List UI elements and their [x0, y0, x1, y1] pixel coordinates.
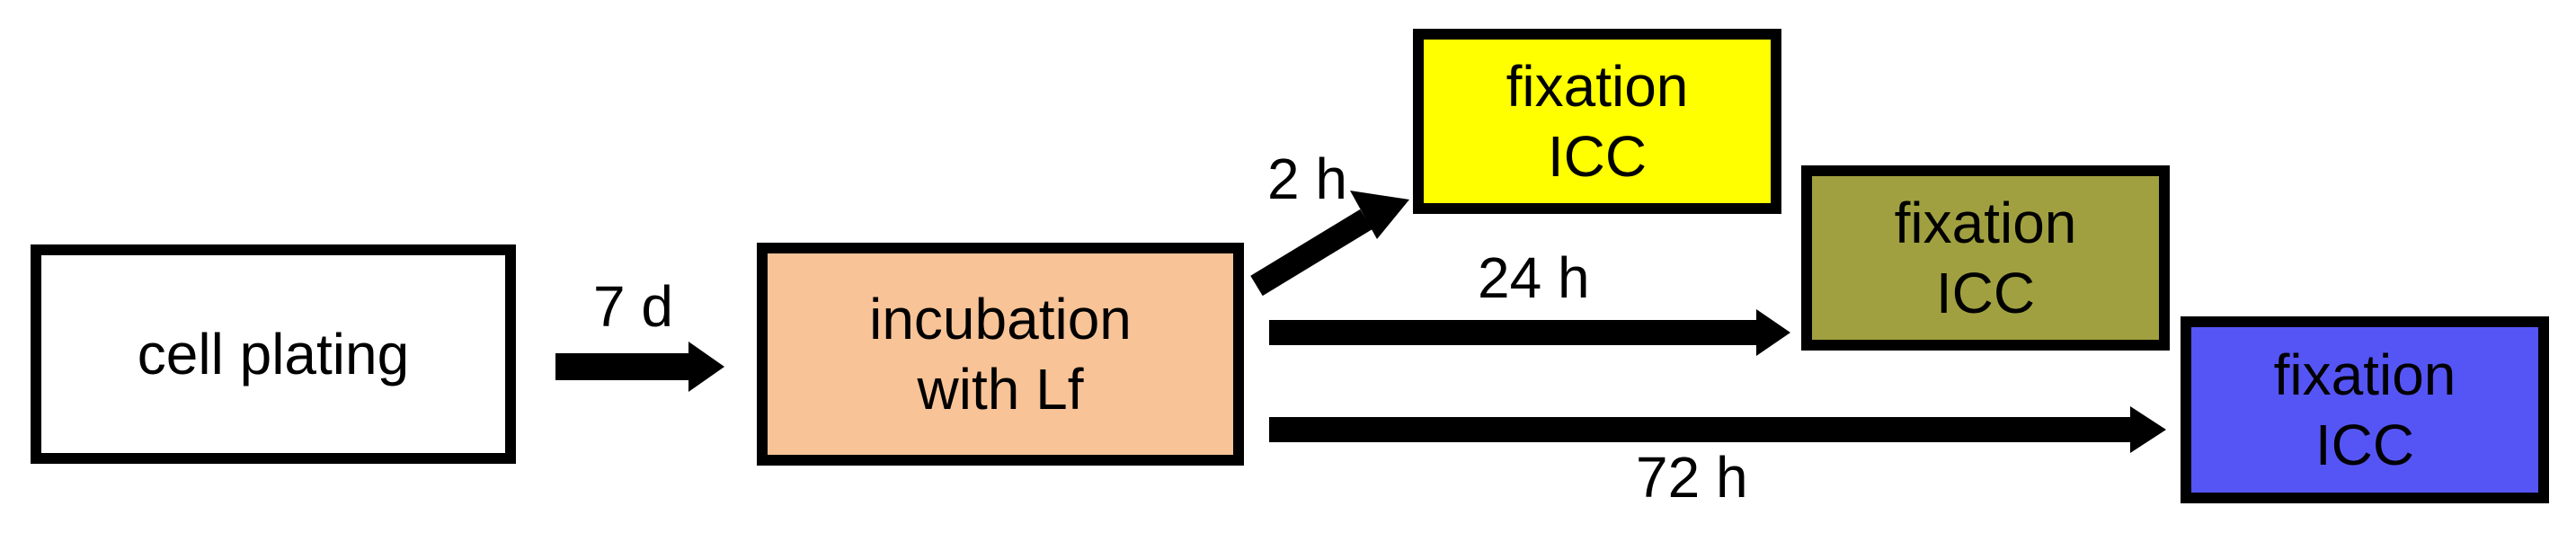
incubation-box: incubation with Lf: [757, 243, 1244, 466]
fixation-24h-box: fixation ICC: [1801, 165, 2170, 351]
fixation-2h-label: fixation ICC: [1506, 54, 1689, 189]
fixation-72h-label: fixation ICC: [2273, 342, 2456, 477]
fixation-72h-box: fixation ICC: [2181, 316, 2549, 503]
fixation-2h-box: fixation ICC: [1413, 29, 1781, 214]
incubation-label: incubation with Lf: [869, 287, 1132, 422]
arrow-label-72h: 72 h: [1636, 445, 1748, 510]
arrow-label-24h: 24 h: [1478, 245, 1590, 310]
cell-plating-label: cell plating: [137, 322, 410, 386]
arrow-to-fixation-2h: [1250, 191, 1409, 297]
arrow-to-fixation-72h: [1269, 406, 2166, 453]
arrow-to-fixation-24h: [1269, 309, 1790, 356]
arrow-label-2h: 2 h: [1267, 147, 1347, 211]
arrow-label-7d: 7 d: [593, 274, 673, 339]
arrow-plating-to-incubation: [555, 342, 724, 392]
cell-plating-box: cell plating: [31, 244, 516, 464]
fixation-24h-label: fixation ICC: [1894, 191, 2077, 325]
